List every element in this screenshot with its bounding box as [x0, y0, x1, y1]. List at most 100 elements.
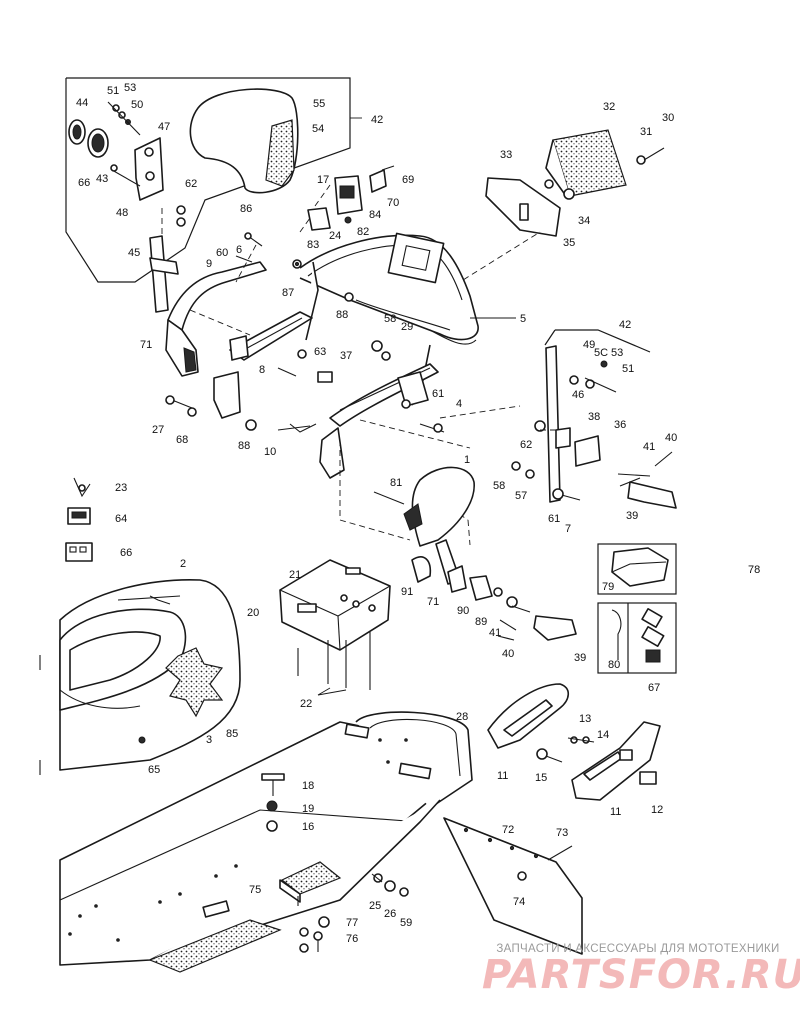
- box-78-79: [597, 543, 677, 595]
- callout-67: 67: [648, 682, 660, 694]
- watermark-tagline: ЗАПЧАСТИ И АКСЕССУАРЫ ДЛЯ МОТОТЕХНИКИ: [496, 943, 780, 955]
- callout-87: 87: [282, 287, 294, 299]
- callout-84: 84: [369, 209, 381, 221]
- callout-88: 88: [238, 440, 250, 452]
- callout-65: 65: [148, 764, 160, 776]
- callout-53: 53: [124, 82, 136, 94]
- callout-51: 51: [622, 363, 634, 375]
- snow-flap: [443, 817, 583, 955]
- callout-82: 82: [357, 226, 369, 238]
- callout-66: 66: [78, 177, 90, 189]
- callout-29: 29: [401, 321, 413, 333]
- callout-19: 19: [302, 803, 314, 815]
- passenger-backrest: [373, 466, 475, 593]
- callout-58: 58: [384, 313, 396, 325]
- callout-57: 57: [515, 490, 527, 502]
- callout-85: 85: [226, 728, 238, 740]
- callout-59: 59: [400, 917, 412, 929]
- callout-30: 30: [662, 112, 674, 124]
- callout-90: 90: [457, 605, 469, 617]
- callout-21: 21: [289, 569, 301, 581]
- callout-42: 42: [371, 114, 383, 126]
- callout-88: 88: [336, 309, 348, 321]
- callout-41: 41: [489, 627, 501, 639]
- callout-79: 79: [602, 581, 614, 593]
- right-bracket-group: [511, 329, 677, 509]
- callout-49: 49: [583, 339, 595, 351]
- callout-28: 28: [456, 711, 468, 723]
- callout-40: 40: [665, 432, 677, 444]
- callout-8: 8: [259, 364, 265, 376]
- callout-7: 7: [565, 523, 571, 535]
- callout-24: 24: [329, 230, 341, 242]
- callout-70: 70: [387, 197, 399, 209]
- callout-11: 11: [497, 770, 508, 782]
- callout-6: 6: [236, 244, 242, 256]
- callout-53: 53: [611, 347, 623, 359]
- callout-1: 1: [464, 454, 470, 466]
- callout-22: 22: [300, 698, 312, 710]
- callout-43: 43: [96, 173, 108, 185]
- hardware-small-parts: [165, 232, 445, 433]
- callout-10: 10: [264, 446, 276, 458]
- callout-4: 4: [456, 398, 462, 410]
- callout-27: 27: [152, 424, 164, 436]
- callout-32: 32: [603, 101, 615, 113]
- seat-foam-patch: [165, 647, 224, 718]
- callout-31: 31: [640, 126, 652, 138]
- callout-5c: 5C: [594, 347, 608, 359]
- callout-64: 64: [115, 513, 127, 525]
- backrest-foam-insert: [265, 119, 295, 187]
- callout-81: 81: [390, 477, 402, 489]
- callout-16: 16: [302, 821, 314, 833]
- callout-25: 25: [369, 900, 381, 912]
- callout-14: 14: [597, 729, 609, 741]
- callout-39: 39: [626, 510, 638, 522]
- callout-58: 58: [493, 480, 505, 492]
- callout-76: 76: [346, 933, 358, 945]
- callout-62: 62: [520, 439, 532, 451]
- callout-50: 50: [131, 99, 143, 111]
- callout-46: 46: [572, 389, 584, 401]
- callout-78: 78: [748, 564, 760, 576]
- callout-17: 17: [317, 174, 329, 186]
- box-80-67: [597, 602, 677, 674]
- callout-26: 26: [384, 908, 396, 920]
- callout-60: 60: [216, 247, 228, 259]
- watermark-logo: PARTSFOR.RU: [482, 952, 800, 998]
- callout-33: 33: [500, 149, 512, 161]
- callout-61: 61: [548, 513, 560, 525]
- callout-18: 18: [302, 780, 314, 792]
- callout-75: 75: [249, 884, 261, 896]
- callout-45: 45: [128, 247, 140, 259]
- connector-parts: [65, 477, 93, 562]
- callout-34: 34: [578, 215, 590, 227]
- callout-13: 13: [579, 713, 591, 725]
- callout-91: 91: [401, 586, 413, 598]
- backrest-assembly-group: [65, 77, 362, 283]
- callout-12: 12: [651, 804, 663, 816]
- seat-assembly: [59, 579, 241, 771]
- callout-54: 54: [312, 123, 324, 135]
- callout-80: 80: [608, 659, 620, 671]
- grab-handle: [355, 711, 473, 809]
- callout-71: 71: [140, 339, 152, 351]
- group-outline-42: [65, 77, 351, 283]
- rack-plate: [387, 232, 445, 284]
- right-side-rail: [319, 363, 439, 479]
- callout-66: 66: [120, 547, 132, 559]
- callout-5: 5: [520, 313, 526, 325]
- callout-2: 2: [180, 558, 186, 570]
- callout-35: 35: [563, 237, 575, 249]
- storage-box: [279, 559, 391, 696]
- callout-73: 73: [556, 827, 568, 839]
- callout-44: 44: [76, 97, 88, 109]
- callout-55: 55: [313, 98, 325, 110]
- callout-38: 38: [588, 411, 600, 423]
- callout-51: 51: [107, 85, 119, 97]
- callout-15: 15: [535, 772, 547, 784]
- callout-23: 23: [115, 482, 127, 494]
- mounting-bracket-plate: [134, 137, 164, 201]
- callout-11: 11: [610, 806, 621, 818]
